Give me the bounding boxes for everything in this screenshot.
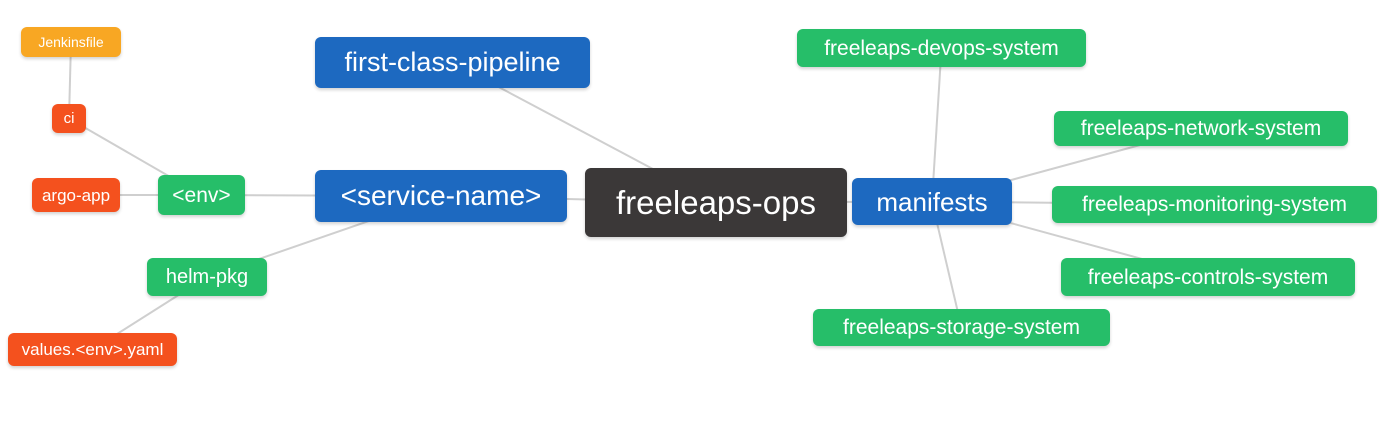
node-service-name[interactable]: <service-name> — [315, 170, 567, 222]
node-env[interactable]: <env> — [158, 175, 245, 215]
node-jenkinsfile[interactable]: Jenkinsfile — [21, 27, 121, 57]
node-manifests[interactable]: manifests — [852, 178, 1012, 225]
node-first-class-pipeline[interactable]: first-class-pipeline — [315, 37, 590, 88]
node-argo-app[interactable]: argo-app — [32, 178, 120, 212]
node-helm-pkg[interactable]: helm-pkg — [147, 258, 267, 296]
node-freeleaps-storage-system[interactable]: freeleaps-storage-system — [813, 309, 1110, 346]
node-freeleaps-ops[interactable]: freeleaps-ops — [585, 168, 847, 237]
node-values-env-yaml[interactable]: values.<env>.yaml — [8, 333, 177, 366]
node-ci[interactable]: ci — [52, 104, 86, 133]
node-freeleaps-devops-system[interactable]: freeleaps-devops-system — [797, 29, 1086, 67]
node-freeleaps-network-system[interactable]: freeleaps-network-system — [1054, 111, 1348, 146]
node-freeleaps-controls-system[interactable]: freeleaps-controls-system — [1061, 258, 1355, 296]
node-freeleaps-monitoring-system[interactable]: freeleaps-monitoring-system — [1052, 186, 1377, 223]
edge-manifests-freeleaps-devops-system — [931, 47, 943, 202]
